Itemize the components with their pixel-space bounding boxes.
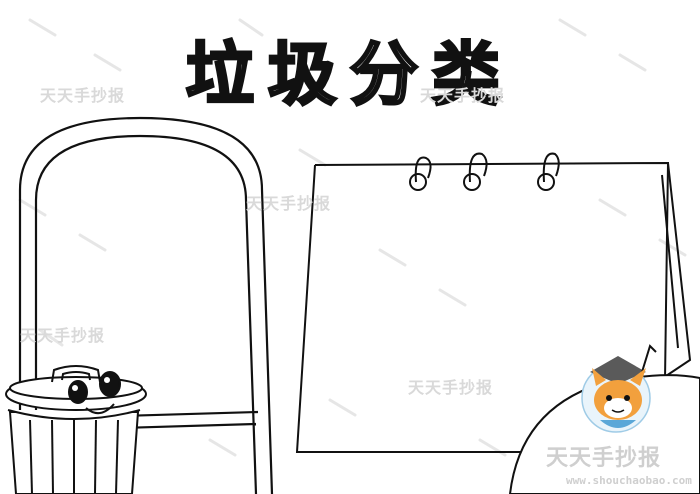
trash-eye-left	[68, 380, 88, 404]
background-dashes	[18, 18, 687, 457]
arched-frame	[18, 116, 274, 494]
calendar-rings	[409, 152, 560, 191]
desk-calendar	[295, 152, 692, 453]
title-lettering: 垃圾分类	[184, 35, 514, 117]
mascot-logo	[581, 344, 657, 433]
trash-eye-right	[99, 371, 121, 397]
trash-can	[5, 365, 147, 494]
title-text: 垃圾分类	[186, 36, 514, 115]
